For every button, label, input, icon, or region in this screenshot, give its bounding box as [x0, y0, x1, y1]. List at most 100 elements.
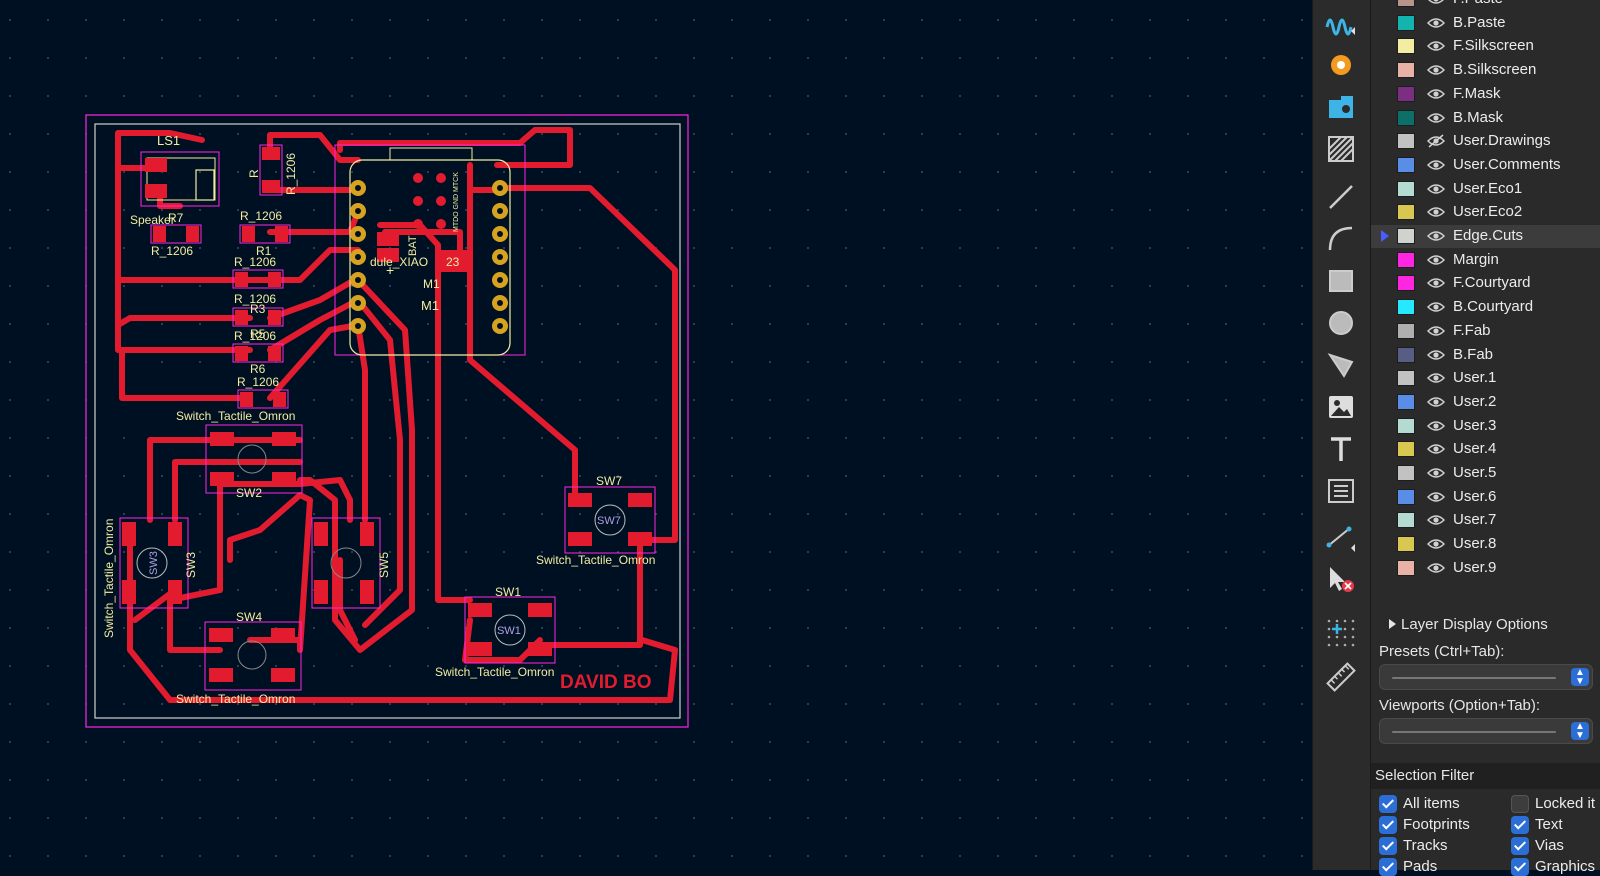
layer-row[interactable]: User.Comments [1371, 154, 1600, 177]
eye-icon[interactable] [1426, 253, 1446, 267]
eye-icon[interactable] [1426, 537, 1446, 551]
layer-color-swatch[interactable] [1397, 38, 1415, 55]
c23-pad[interactable] [440, 250, 468, 272]
presets-select[interactable]: ▲▼ [1379, 664, 1593, 690]
layer-color-swatch[interactable] [1397, 109, 1415, 126]
sw7-pad-3[interactable] [568, 532, 592, 546]
eye-icon[interactable] [1426, 39, 1446, 53]
layer-row[interactable]: F.Silkscreen [1371, 35, 1600, 58]
sw5-pad-2[interactable] [360, 522, 374, 546]
filter-checkbox[interactable] [1379, 858, 1397, 876]
draw-circle-icon[interactable] [1322, 306, 1360, 340]
ls1-pad-2[interactable] [145, 184, 167, 198]
sw4-pad-2[interactable] [271, 628, 295, 642]
r5-pad-1[interactable] [235, 346, 248, 361]
layer-color-swatch[interactable] [1397, 204, 1415, 221]
layer-color-swatch[interactable] [1397, 393, 1415, 410]
eye-icon[interactable] [1426, 111, 1446, 125]
layer-color-swatch[interactable] [1397, 14, 1415, 31]
layer-color-swatch[interactable] [1397, 370, 1415, 387]
eye-icon[interactable] [1426, 158, 1446, 172]
r7-pad-2[interactable] [186, 226, 199, 242]
layer-row[interactable]: B.Paste [1371, 12, 1600, 35]
sw5-pad-4[interactable] [360, 580, 374, 604]
layer-row[interactable]: User.3 [1371, 415, 1600, 438]
sw5-pad-1[interactable] [314, 522, 328, 546]
layer-row[interactable]: User.9 [1371, 557, 1600, 580]
sw2-pad-3[interactable] [210, 472, 234, 486]
eye-icon[interactable] [1426, 16, 1446, 30]
add-text-icon[interactable] [1322, 432, 1360, 466]
eye-icon[interactable] [1426, 442, 1446, 456]
sw1-pad-3[interactable] [468, 642, 492, 656]
layer-color-swatch[interactable] [1397, 417, 1415, 434]
sw1-pad-2[interactable] [528, 603, 552, 617]
eye-icon[interactable] [1426, 395, 1446, 409]
layer-color-swatch[interactable] [1397, 62, 1415, 79]
draw-arc-icon[interactable] [1322, 222, 1360, 256]
filter-checkbox[interactable] [1511, 795, 1529, 813]
add-via-icon[interactable] [1322, 48, 1360, 82]
eye-icon[interactable] [1426, 63, 1446, 77]
sw7-pad-2[interactable] [628, 493, 652, 507]
xiao-pads-left[interactable] [350, 180, 366, 334]
sw1-pad-4[interactable] [528, 642, 552, 656]
eye-icon[interactable] [1426, 276, 1446, 290]
layer-color-swatch[interactable] [1397, 488, 1415, 505]
layer-color-swatch[interactable] [1397, 0, 1415, 7]
layer-row[interactable]: F.Courtyard [1371, 272, 1600, 295]
ls1-pad-1[interactable] [145, 158, 167, 172]
draw-polygon-icon[interactable] [1322, 348, 1360, 382]
filter-checkbox[interactable] [1379, 837, 1397, 855]
r5-pad-2[interactable] [268, 346, 281, 361]
xiao-pads-right[interactable] [492, 180, 508, 334]
r1-pad-1[interactable] [242, 226, 255, 242]
sw3-pad-3[interactable] [122, 580, 136, 604]
layer-row[interactable]: B.Courtyard [1371, 296, 1600, 319]
r3-pad-1[interactable] [235, 310, 248, 325]
eye-icon[interactable] [1426, 87, 1446, 101]
layer-row[interactable]: User.Eco2 [1371, 201, 1600, 224]
eye-icon[interactable] [1426, 490, 1446, 504]
measure-icon[interactable] [1322, 660, 1360, 694]
r4-pad-2[interactable] [262, 180, 280, 193]
filter-checkbox[interactable] [1511, 858, 1529, 876]
sw4-pad-4[interactable] [271, 668, 295, 682]
bat-pad-1[interactable] [377, 232, 399, 246]
layer-color-swatch[interactable] [1397, 251, 1415, 268]
sw3-pad-1[interactable] [122, 522, 136, 546]
layer-row[interactable]: User.2 [1371, 391, 1600, 414]
layer-row[interactable]: Margin [1371, 249, 1600, 272]
eye-icon[interactable] [1426, 324, 1446, 338]
layer-display-options-toggle[interactable]: Layer Display Options [1389, 616, 1548, 633]
layer-row[interactable]: User.1 [1371, 367, 1600, 390]
layer-color-swatch[interactable] [1397, 85, 1415, 102]
layer-color-swatch[interactable] [1397, 299, 1415, 316]
layers-list[interactable]: F.PasteB.PasteF.SilkscreenB.SilkscreenF.… [1371, 0, 1600, 620]
add-footprint-icon[interactable] [1322, 90, 1360, 124]
layer-row[interactable]: User.Eco1 [1371, 178, 1600, 201]
layer-color-swatch[interactable] [1397, 275, 1415, 292]
sw1-pad-1[interactable] [468, 603, 492, 617]
r6-pad-2[interactable] [273, 392, 286, 407]
sw2-pad-1[interactable] [210, 432, 234, 446]
layer-color-swatch[interactable] [1397, 441, 1415, 458]
filter-checkbox[interactable] [1379, 795, 1397, 813]
filter-checkbox[interactable] [1379, 816, 1397, 834]
sw2-pad-4[interactable] [272, 472, 296, 486]
sw7-pad-4[interactable] [628, 532, 652, 546]
bat-pad-2[interactable] [377, 248, 399, 262]
layer-row[interactable]: User.5 [1371, 462, 1600, 485]
layer-row[interactable]: F.Mask [1371, 83, 1600, 106]
route-diff-pair-icon[interactable] [1322, 5, 1360, 39]
sw2-pad-2[interactable] [272, 432, 296, 446]
layer-color-swatch[interactable] [1397, 180, 1415, 197]
layer-row[interactable]: User.7 [1371, 509, 1600, 532]
layer-color-swatch[interactable] [1397, 322, 1415, 339]
layer-row[interactable]: B.Fab [1371, 344, 1600, 367]
delete-tool-icon[interactable] [1322, 562, 1360, 596]
layer-row[interactable]: B.Silkscreen [1371, 59, 1600, 82]
layer-color-swatch[interactable] [1397, 465, 1415, 481]
sw3-pad-2[interactable] [168, 522, 182, 546]
eye-icon[interactable] [1426, 561, 1446, 575]
